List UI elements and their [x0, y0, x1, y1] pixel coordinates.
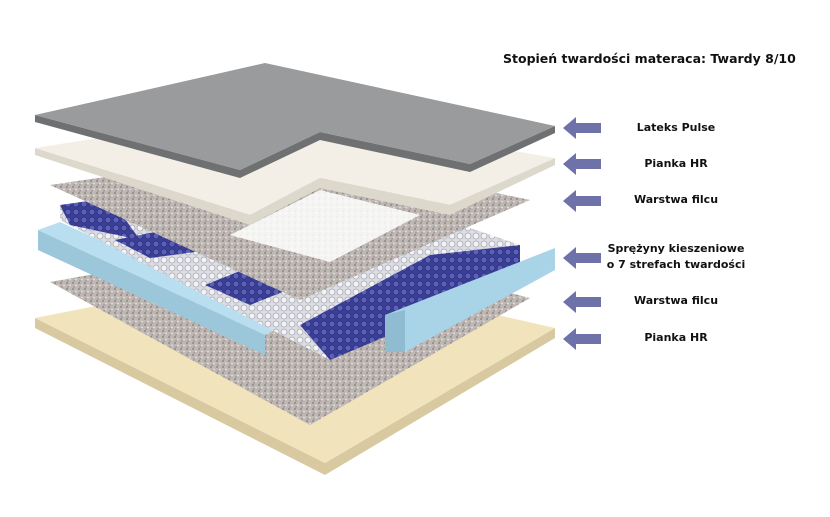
- layer-label: Lateks Pulse: [636, 121, 716, 134]
- arrow-left-icon: [563, 291, 601, 313]
- layer-label: Warstwa filcu: [633, 193, 719, 206]
- layer-label: Sprężyny kieszeniowe o 7 strefach twardo…: [576, 241, 776, 273]
- firmness-title: Stopień twardości materaca: Twardy 8/10: [503, 51, 796, 66]
- arrow-left-icon: [563, 247, 601, 269]
- layer-label-line: o 7 strefach twardości: [606, 258, 746, 271]
- layer-label-line: Sprężyny kieszeniowe: [607, 242, 745, 255]
- layer-label: Pianka HR: [644, 157, 708, 170]
- arrow-left-icon: [563, 328, 601, 350]
- layer-label: Warstwa filcu: [633, 294, 719, 307]
- layer-latex-pulse: [35, 63, 555, 178]
- arrow-left-icon: [563, 190, 601, 212]
- arrow-left-icon: [563, 117, 601, 139]
- layer-label: Pianka HR: [644, 331, 708, 344]
- arrow-left-icon: [563, 153, 601, 175]
